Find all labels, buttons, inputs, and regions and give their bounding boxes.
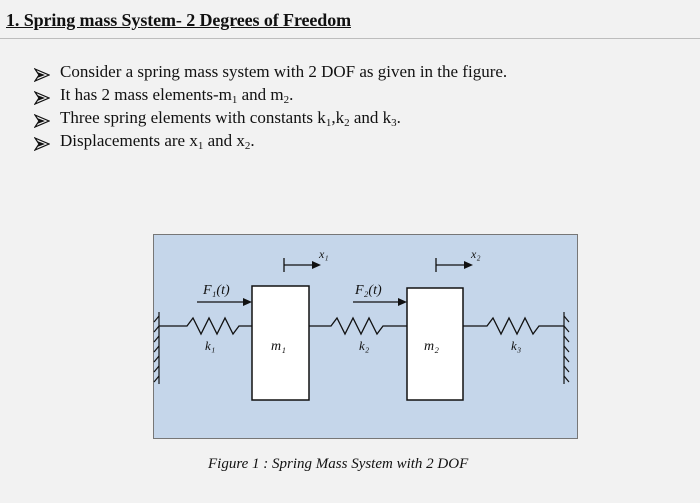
spring-mass-figure: F₁(t) F₂(t) x₁ x₂ k₁ k₂ k₃ m₁ m₂ [153, 234, 578, 439]
label-k1: k₁ [205, 338, 215, 353]
mass-m1 [251, 285, 310, 401]
label-m2: m₂ [424, 339, 439, 354]
bullet-item: It has 2 mass elements-m1 and m2. [33, 83, 507, 106]
label-F1: F₁(t) [202, 283, 230, 298]
bullet-item: Three spring elements with constants k1,… [33, 106, 507, 129]
label-x1: x₁ [318, 247, 329, 261]
figure-diagram: F₁(t) F₂(t) x₁ x₂ k₁ k₂ k₃ m₁ m₂ [153, 234, 578, 439]
bullet-text: Displacements are x1 and x2. [60, 131, 255, 152]
right-wall [563, 312, 570, 384]
spring-k3 [463, 316, 564, 336]
bullet-arrow-icon [33, 111, 51, 128]
bullet-text: Consider a spring mass system with 2 DOF… [60, 62, 508, 81]
section-heading: 1. Spring mass System- 2 Degrees of Free… [6, 10, 351, 30]
bullet-arrow-icon [33, 134, 51, 151]
mass-m2 [406, 287, 464, 401]
figure-background [153, 234, 578, 439]
bullet-text: It has 2 mass elements-m1 and m2. [60, 85, 294, 106]
bullet-list: Consider a spring mass system with 2 DOF… [33, 60, 508, 152]
figure-caption: Figure 1 : Spring Mass System with 2 DOF [208, 456, 469, 472]
label-x2: x₂ [470, 247, 481, 261]
label-m1: m₁ [271, 339, 286, 354]
label-F2: F₂(t) [354, 283, 382, 298]
label-k3: k₃ [511, 338, 521, 353]
label-k2: k₂ [359, 338, 370, 353]
bullet-item: Consider a spring mass system with 2 DOF… [33, 60, 508, 83]
displacement-arrow-x2-head [464, 261, 473, 269]
force-arrow-F2-head [398, 298, 407, 306]
divider [0, 38, 700, 39]
displacement-arrow-x1-head [312, 261, 321, 269]
bullet-text: Three spring elements with constants k1,… [60, 108, 401, 129]
bullet-arrow-icon [33, 65, 51, 82]
bullet-arrow-icon [33, 88, 51, 105]
left-wall [153, 312, 160, 384]
force-arrow-F1-head [243, 298, 252, 306]
bullet-item: Displacements are x1 and x2. [33, 129, 507, 152]
spring-k2 [309, 316, 407, 336]
spring-k1 [159, 316, 252, 336]
